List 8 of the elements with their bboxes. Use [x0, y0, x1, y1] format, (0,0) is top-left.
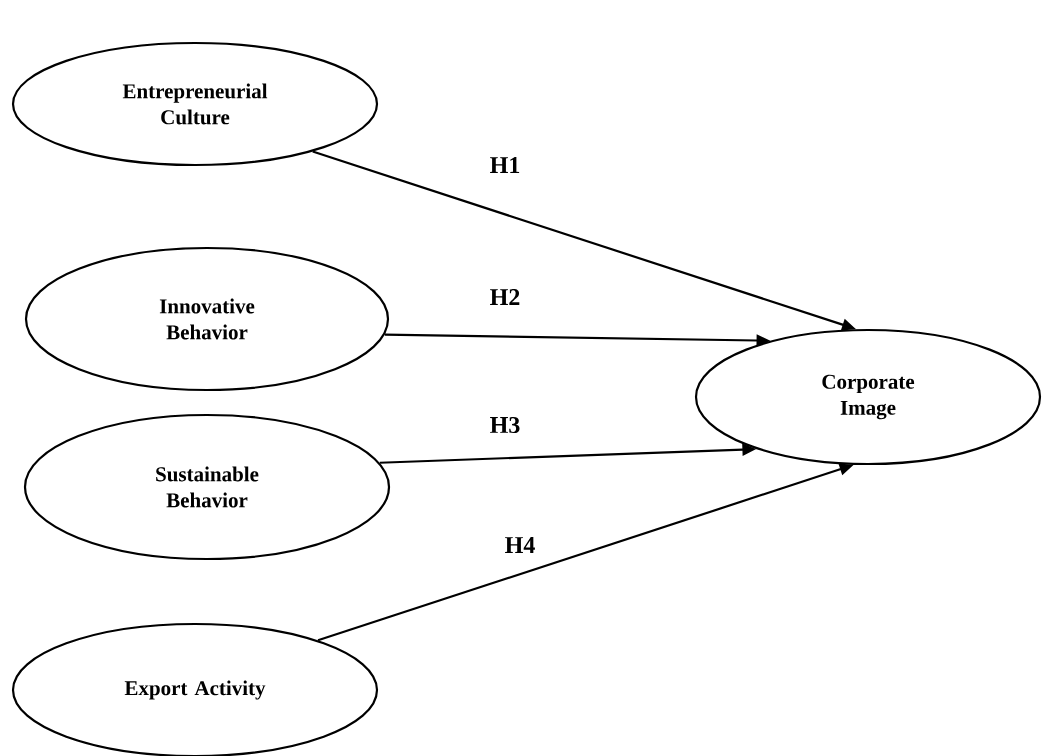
edge-label: H4: [505, 537, 535, 553]
ellipse-node: Innovative Behavior: [24, 246, 390, 392]
edge-label: H2: [490, 289, 520, 305]
edge-label: H1: [490, 157, 520, 173]
ellipse-node: Entrepreneurial Culture: [11, 41, 379, 167]
ellipse-node: Corporate Image: [694, 328, 1042, 466]
edge-label: H3: [490, 416, 520, 434]
ellipse-node: Sustainable Behavior: [23, 413, 391, 561]
